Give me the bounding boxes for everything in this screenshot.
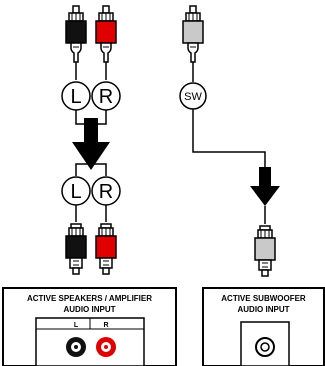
svg-text:L: L: [70, 181, 81, 203]
left-channel-marker-top: L: [61, 81, 91, 111]
left-top-plug: [65, 5, 87, 63]
left-input-jack-icon: [66, 337, 86, 357]
sub-top-plug: [182, 5, 204, 63]
subwoofer-input-panel: ACTIVE SUBWOOFER AUDIO INPUT: [202, 287, 325, 366]
subwoofer-marker: SW: [179, 82, 207, 110]
subwoofer-input-jack-icon: [255, 337, 275, 357]
svg-text:L: L: [74, 322, 79, 329]
svg-text:ACTIVE SUBWOOFER: ACTIVE SUBWOOFER: [221, 294, 306, 303]
sub-bottom-plug: [254, 225, 276, 277]
speakers-input-panel: ACTIVE SPEAKERS / AMPLIFIER AUDIO INPUT …: [2, 287, 177, 366]
right-channel-marker-top: R: [91, 81, 121, 111]
stereo-down-arrow-icon: [72, 118, 110, 170]
svg-text:SW: SW: [184, 91, 202, 103]
right-bottom-plug: [95, 223, 117, 275]
left-bottom-plug: [65, 223, 87, 275]
right-input-jack-icon: [96, 337, 116, 357]
svg-text:R: R: [103, 322, 108, 329]
svg-text:R: R: [99, 86, 113, 108]
svg-text:R: R: [99, 181, 113, 203]
left-channel-marker-bottom: L: [61, 176, 91, 206]
subwoofer-down-arrow-icon: [250, 167, 280, 206]
right-top-plug: [95, 5, 117, 63]
right-channel-marker-bottom: R: [91, 176, 121, 206]
svg-text:ACTIVE SPEAKERS / AMPLIFIER: ACTIVE SPEAKERS / AMPLIFIER: [27, 294, 152, 303]
svg-text:AUDIO INPUT: AUDIO INPUT: [238, 305, 290, 314]
svg-text:L: L: [70, 86, 81, 108]
svg-text:AUDIO INPUT: AUDIO INPUT: [64, 305, 116, 314]
